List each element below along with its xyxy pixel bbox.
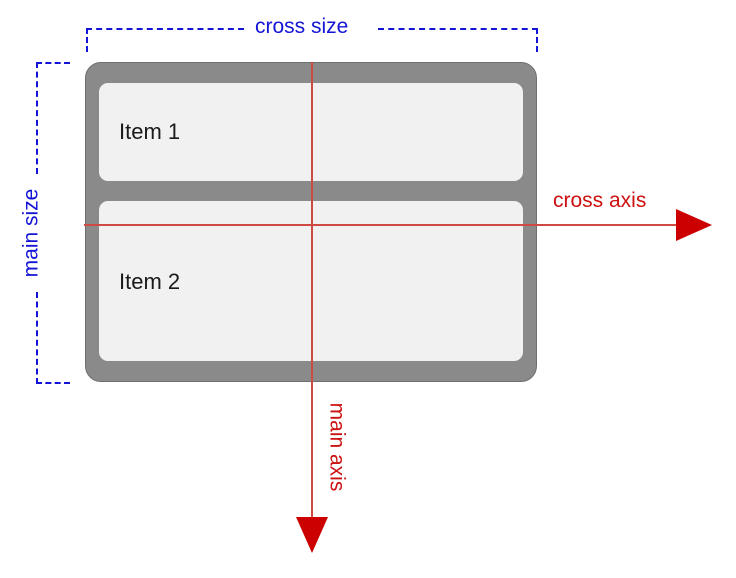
cross-size-bar-left <box>86 28 244 30</box>
cross-size-right-tick <box>536 28 538 52</box>
main-size-bottom-tick <box>36 382 70 384</box>
flex-item-2-label: Item 2 <box>119 269 181 294</box>
cross-axis-line <box>84 224 682 226</box>
cross-axis-arrow-icon <box>676 209 712 241</box>
main-size-top-tick <box>36 62 70 64</box>
cross-size-bar-right <box>378 28 538 30</box>
cross-size-label: cross size <box>255 15 349 38</box>
main-axis-label: main axis <box>325 402 349 492</box>
main-axis-arrow-icon <box>296 517 328 553</box>
main-size-bar-bottom <box>36 292 38 384</box>
main-size-bar-top <box>36 62 38 174</box>
main-size-label: main size <box>19 188 43 278</box>
cross-axis-label: cross axis <box>553 189 647 212</box>
flex-item-1-label: Item 1 <box>119 119 181 144</box>
main-axis-line <box>311 62 313 524</box>
cross-size-left-tick <box>86 28 88 52</box>
